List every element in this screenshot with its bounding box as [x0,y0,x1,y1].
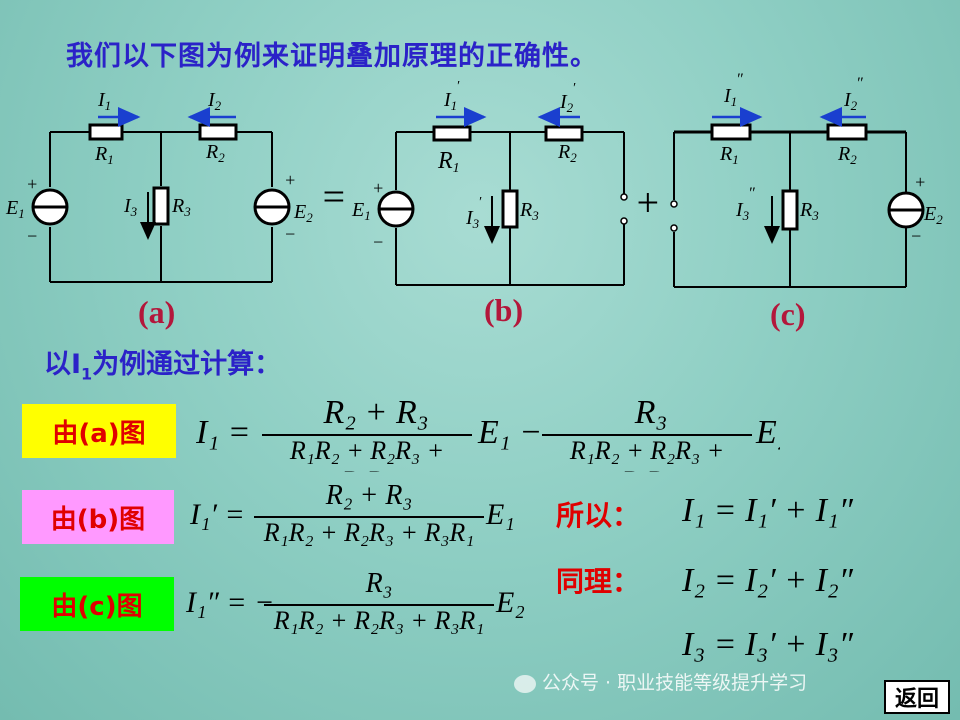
resistor-r1-b [432,125,472,142]
watermark: 公众号 · 职业技能等级提升学习 [514,668,807,695]
label-e2-c: E2 [923,203,943,227]
sign-minus-e1-b: − [372,232,384,252]
resistor-r3-c [781,189,799,231]
sign-plus-e2-a: + [284,170,296,190]
circuit-diagrams: I1 I2 R1 R2 I3 R3 E1 E2 + − + − = I1′ I2… [5,71,943,288]
label-r3-b: R3 [519,199,539,223]
formula-b-denominator: R₁R₂ + R₂R₃ + R₃R₁ [254,516,484,548]
formula-a-lhs: I₁ = [196,414,251,451]
formula-b-lhs: I₁′ = [190,498,245,531]
resistor-r1-a [88,123,124,141]
equal-sign: = [320,174,347,219]
box-from-figure-b: 由(b)图 [22,490,174,544]
formula-a-end: E₂ [756,414,780,451]
sign-minus-e1-a: − [26,226,38,246]
label-circuit-c: (c) [770,296,806,332]
resistor-r2-a [198,123,238,141]
result-eq-i3: I₃ = I₃′ + I₃″ [682,626,853,663]
formula-c-denominator: R₁R₂ + R₂R₃ + R₃R₁ [264,604,494,636]
formula-c-numerator: R₃ [365,568,393,599]
resistor-r3-a [152,186,170,226]
label-r2-c: R2 [837,143,857,167]
label-i3-c: I3″ [735,185,756,223]
circuit-b [395,131,625,286]
label-r1-c: R1 [719,143,739,167]
label-i3-a: I3 [123,195,138,219]
sign-plus-e1-a: + [26,174,38,194]
result-eq-i1: I₁ = I₁′ + I₁″ [682,492,853,529]
formula-a: I₁ = R₂ + R₃ R₁R₂ + R₂R₃ + R₃R₁ E₁ − R₃ … [196,400,780,472]
label-circuit-b: (b) [484,292,524,328]
resistor-r1-c [710,123,752,141]
label-circuit-a: (a) [138,294,176,330]
resistor-r2-b [544,125,584,142]
label-r1-a: R1 [94,143,114,167]
label-similarly: 同理： [556,565,641,598]
label-r3-a: R3 [171,195,191,219]
formula-c-end: E₂ [496,586,525,619]
sign-minus-e2-c: − [910,226,922,246]
back-button[interactable]: 返回 [884,680,950,714]
formula-b: I₁′ = R₂ + R₃ R₁R₂ + R₂R₃ + R₃R₁ E₁ [190,478,520,558]
label-r3-c: R3 [799,199,819,223]
resistor-r3-b [501,189,519,229]
formula-a-numerator-2: R₃ [634,400,668,431]
formula-a-denominator-2: R₁R₂ + R₂R₃ + R₃R₁ [542,434,752,472]
label-r1-b: R1 [437,148,460,176]
label-e1-b: E1 [351,199,371,223]
label-r2-a: R2 [205,141,225,165]
label-i2-b: I2′ [559,81,576,115]
label-therefore: 所以： [556,499,641,532]
formula-c: I₁″ = − R₃ R₁R₂ + R₂R₃ + R₃R₁ E₂ [186,566,526,646]
label-i1-c: I1″ [723,71,744,109]
resistor-r2-c [826,123,868,141]
sign-plus-e2-c: + [914,172,926,192]
formula-b-end: E₁ [486,498,515,531]
label-i1-b: I1′ [443,79,460,113]
box-from-figure-a: 由(a)图 [22,404,176,458]
label-i3-b: I3′ [465,195,482,231]
sign-plus-e1-b: + [372,178,384,198]
label-e2-a: E2 [293,201,313,225]
label-r2-b: R2 [557,141,577,165]
label-i2-c: I2″ [843,75,864,113]
formula-a-numerator-1: R₂ + R₃ [323,400,429,431]
label-i2-a: I2 [207,89,222,113]
result-eq-i2: I₂ = I₂′ + I₂″ [682,562,853,599]
box-from-figure-c: 由(c)图 [20,577,174,631]
formula-c-lhs: I₁″ = − [186,586,275,619]
plus-sign: + [634,180,661,225]
label-i1-a: I1 [97,89,111,113]
page-title: 我们以下图为例来证明叠加原理的正确性。 [66,41,598,72]
formula-a-mid: E₁ − [478,414,543,451]
sign-minus-e2-a: − [284,224,296,244]
formula-a-denominator-1: R₁R₂ + R₂R₃ + R₃R₁ [262,434,472,472]
wechat-icon [514,674,536,693]
formula-b-numerator: R₂ + R₃ [325,480,413,511]
section-subtitle: 以I1为例通过计算： [44,349,282,384]
label-e1-a: E1 [5,197,25,221]
